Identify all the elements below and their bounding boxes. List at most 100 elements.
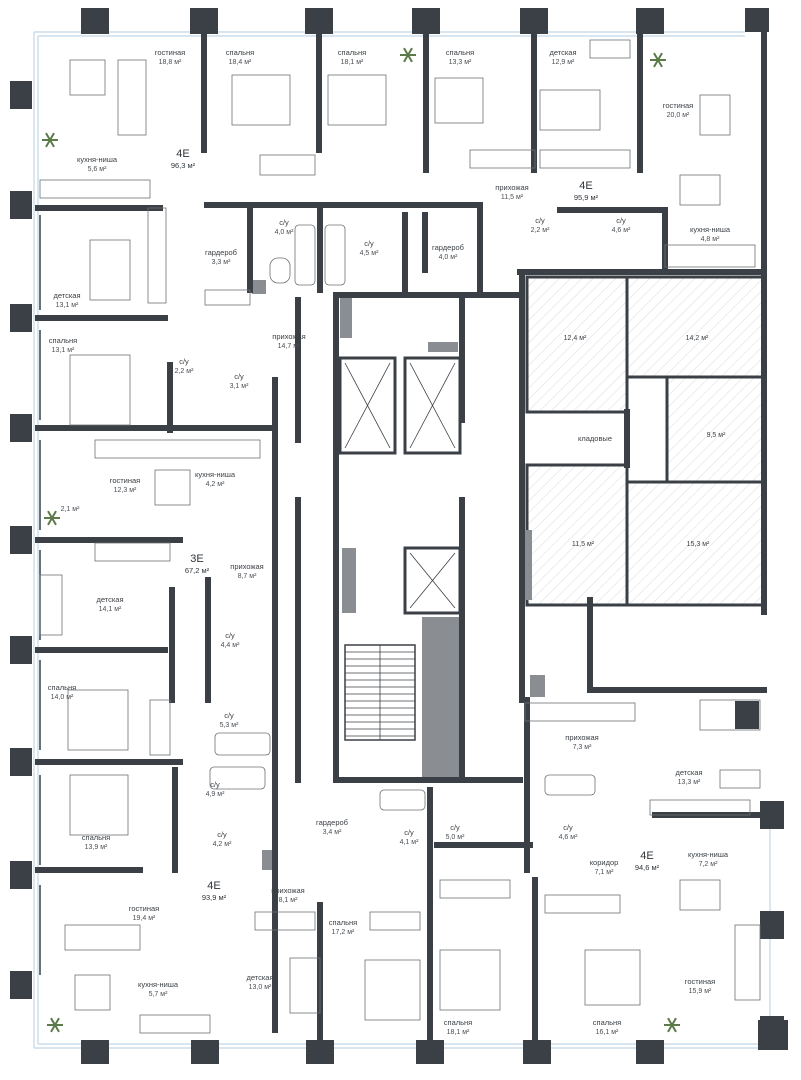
room-name: кухня-ниша — [687, 850, 729, 859]
room-name: спальня — [328, 918, 358, 927]
plant-leaf — [657, 52, 663, 61]
room-label: кухня-ниша 4,8 м² — [690, 225, 730, 245]
room-name: спальня — [443, 1018, 473, 1027]
storage-area: 11,5 м² — [571, 541, 595, 548]
room-name: прихожая — [230, 562, 264, 571]
column — [636, 8, 664, 34]
room-area: 4,5 м² — [359, 250, 379, 257]
room-area: 5,6 м² — [87, 166, 107, 173]
room-label: гостиная 18,8 м² — [155, 48, 186, 68]
column — [10, 748, 32, 776]
plant-leaf — [671, 1017, 677, 1026]
room-area: 13,1 м² — [55, 302, 79, 309]
room-name: с/у — [450, 823, 460, 832]
room-area: 4,1 м² — [399, 839, 419, 846]
room-area: 19,4 м² — [132, 915, 156, 922]
plant-leaf — [653, 52, 659, 61]
column — [735, 701, 759, 729]
service-shafts — [252, 280, 545, 870]
room-name: прихожая — [271, 886, 305, 895]
storage-area: 15,3 м² — [686, 541, 710, 548]
plant-leaf — [45, 132, 51, 141]
column — [416, 1040, 444, 1064]
room-name: гардероб — [316, 818, 348, 827]
apartment-label: 3E 67,2 м² — [185, 553, 209, 576]
room-area: 2,1 м² — [60, 506, 80, 513]
plant-leaf — [54, 1024, 60, 1033]
room-name: гардероб — [205, 248, 237, 257]
room-name: коридор — [589, 858, 619, 867]
room-label: гостиная 19,4 м² — [129, 904, 160, 924]
room-name: детская — [53, 291, 81, 300]
column — [10, 304, 32, 332]
room-label: кухня-ниша 7,2 м² — [688, 850, 728, 870]
room-area: 13,0 м² — [248, 984, 272, 991]
column — [520, 8, 548, 34]
room-label: гардероб 3,4 м² — [316, 818, 348, 838]
plant-leaf — [50, 1024, 56, 1033]
column — [305, 8, 333, 34]
room-area: 7,1 м² — [594, 869, 614, 876]
room-area: 7,2 м² — [698, 861, 718, 868]
room-area: 18,8 м² — [158, 59, 182, 66]
room-name: гостиная — [154, 48, 186, 57]
room-name: гостиная — [128, 904, 160, 913]
column — [10, 971, 32, 999]
room-name: спальня — [81, 833, 111, 842]
room-name: с/у — [616, 216, 626, 225]
room-name: с/у — [217, 830, 227, 839]
room-name: кухня-ниша — [689, 225, 731, 234]
column — [760, 801, 784, 829]
plant-leaf — [653, 59, 659, 68]
elevator-core — [338, 356, 462, 615]
room-area: 18,4 м² — [228, 59, 252, 66]
apartment-area: 94,6 м² — [634, 863, 660, 872]
structural-columns — [10, 8, 788, 1064]
room-label: с/у 4,2 м² — [213, 830, 232, 850]
room-name: гардероб — [432, 243, 464, 252]
room-area: 8,7 м² — [237, 573, 257, 580]
plant-leaf — [407, 47, 413, 56]
column — [10, 526, 32, 554]
column — [745, 8, 769, 32]
room-name: прихожая — [272, 332, 306, 341]
room-label: прихожая 8,7 м² — [230, 562, 263, 582]
plant-leaf — [407, 54, 413, 63]
column — [412, 8, 440, 34]
furniture — [39, 39, 761, 1034]
room-name: спальня — [225, 48, 255, 57]
room-area: 15,9 м² — [688, 988, 712, 995]
column — [10, 636, 32, 664]
room-area: 13,3 м² — [677, 779, 701, 786]
room-area: 3,4 м² — [322, 829, 342, 836]
room-area: 18,1 м² — [340, 59, 364, 66]
room-label: гостиная 12,3 м² — [110, 476, 141, 496]
room-label: прихожая 8,1 м² — [271, 886, 304, 906]
room-area: 13,1 м² — [51, 347, 75, 354]
room-area: 7,3 м² — [572, 744, 592, 751]
room-label: спальня 18,4 м² — [226, 48, 254, 68]
apartment-area: 96,3 м² — [170, 161, 196, 170]
plants — [42, 47, 680, 1033]
room-area: 4,2 м² — [212, 841, 232, 848]
room-area: 8,1 м² — [278, 897, 298, 904]
room-area: 17,2 м² — [331, 929, 355, 936]
room-area: 4,8 м² — [700, 236, 720, 243]
room-area: 4,6 м² — [611, 227, 631, 234]
room-name: гостиная — [109, 476, 141, 485]
room-name: спальня — [445, 48, 475, 57]
walls — [35, 9, 767, 1043]
room-area: 12,3 м² — [113, 487, 137, 494]
column — [10, 81, 32, 109]
apartment-code: 4E — [176, 148, 190, 160]
